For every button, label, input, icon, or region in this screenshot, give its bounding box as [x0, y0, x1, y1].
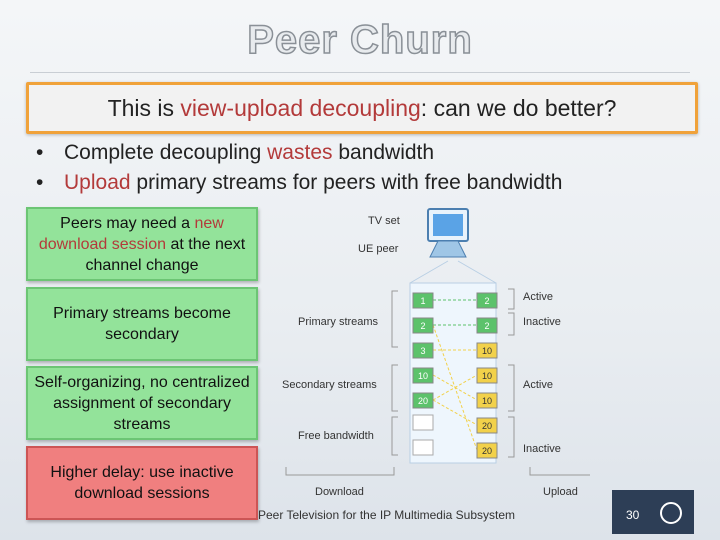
- bullet-marker: •: [36, 141, 44, 164]
- note-text: Peers may need a new download session at…: [34, 213, 250, 276]
- page-number: 30: [626, 508, 640, 522]
- bullet-text: bandwidth: [332, 141, 435, 164]
- label-download: Download: [315, 486, 364, 498]
- upload-cell: [476, 392, 498, 409]
- stream-diagram-graphic: 1 2 3 10 20 2 2 10 10 10 20 20: [285, 208, 590, 476]
- upload-cell-label: 2: [484, 321, 489, 331]
- note-text-pre: Peers may need a: [60, 214, 195, 232]
- bullet-text: Complete decoupling: [64, 141, 268, 164]
- note-primary-secondary: Primary streams become secondary: [26, 287, 258, 361]
- download-cell: [412, 317, 434, 334]
- upload-cell-label: 10: [482, 346, 492, 356]
- upload-cell-label: 10: [482, 371, 492, 381]
- download-cell: [412, 292, 434, 309]
- upload-cell: [476, 317, 498, 334]
- note-text: Higher delay: use inactive download sess…: [50, 464, 234, 502]
- note-new-session: Peers may need a new download session at…: [26, 207, 258, 281]
- callout-suffix: : can we do better?: [420, 95, 617, 121]
- upload-cells: 2 2 10 10 10 20 20: [476, 292, 498, 459]
- download-cell-label: 2: [420, 321, 425, 331]
- upload-cell: [476, 417, 498, 434]
- upload-cell: [476, 292, 498, 309]
- bullet-list: • Complete decoupling wastes bandwidth • U…: [36, 138, 562, 198]
- upload-cell-label: 2: [484, 296, 489, 306]
- bullet-item: • Complete decoupling wastes bandwidth: [36, 138, 562, 168]
- tv-set-icon: [427, 208, 469, 258]
- university-logo-icon: [660, 502, 682, 524]
- free-cell: [412, 439, 434, 456]
- label-inactive-1: Inactive: [523, 316, 561, 328]
- note-text: Primary streams become secondary: [53, 305, 231, 343]
- label-ue-peer: UE peer: [358, 243, 399, 255]
- label-active-1: Active: [523, 291, 553, 303]
- stream-diagram: 1 2 3 10 20 2 2 10 10 10 20 20 TV set UE peer Prim…: [270, 205, 590, 505]
- label-free-bandwidth: Free bandwidth: [298, 430, 374, 442]
- callout-prefix: This is: [107, 95, 181, 121]
- label-secondary-streams: Secondary streams: [282, 379, 377, 391]
- download-cell-label: 10: [418, 371, 428, 381]
- upload-cell: [476, 367, 498, 384]
- bullet-highlight: wastes: [267, 141, 333, 164]
- label-primary-streams: Primary streams: [298, 316, 379, 328]
- note-higher-delay: Higher delay: use inactive download sess…: [26, 446, 258, 520]
- bullet-highlight: Upload: [64, 171, 131, 194]
- slide-title: Peer Churn: [246, 17, 473, 63]
- upload-cell: [476, 342, 498, 359]
- download-cell: [412, 367, 434, 384]
- note-self-organizing: Self-organizing, no centralized assignme…: [26, 366, 258, 440]
- download-cell-label: 1: [420, 296, 425, 306]
- upload-cell-label: 10: [482, 396, 492, 406]
- title-divider: [30, 72, 690, 73]
- download-cells: 1 2 3 10 20: [412, 292, 434, 409]
- download-cell-label: 20: [418, 396, 428, 406]
- footer-text: Peer Television for the IP Multimedia Su…: [258, 508, 516, 522]
- download-cell: [412, 342, 434, 359]
- label-active-2: Active: [523, 379, 553, 391]
- bullet-item: • Upload primary streams for peers with f…: [36, 168, 562, 198]
- upload-cell: [476, 442, 498, 459]
- upload-cell-label: 20: [482, 421, 492, 431]
- callout-highlight: view-upload decoupling: [180, 95, 421, 121]
- upload-cell-label: 20: [482, 446, 492, 456]
- note-text-post: at the next channel change: [85, 235, 246, 274]
- download-cell-label: 3: [420, 346, 425, 356]
- bullet-text: primary streams for peers with free band…: [130, 171, 563, 194]
- label-upload: Upload: [543, 486, 578, 498]
- note-text: Self-organizing, no centralized assignme…: [34, 373, 250, 433]
- bullet-marker: •: [36, 171, 44, 194]
- note-highlight: new download session: [38, 214, 224, 253]
- download-cell: [412, 392, 434, 409]
- label-tv-set: TV set: [368, 215, 400, 227]
- callout-banner: This is view-upload decoupling: can we d…: [26, 82, 698, 134]
- label-inactive-2: Inactive: [523, 443, 561, 455]
- free-cell: [412, 414, 434, 431]
